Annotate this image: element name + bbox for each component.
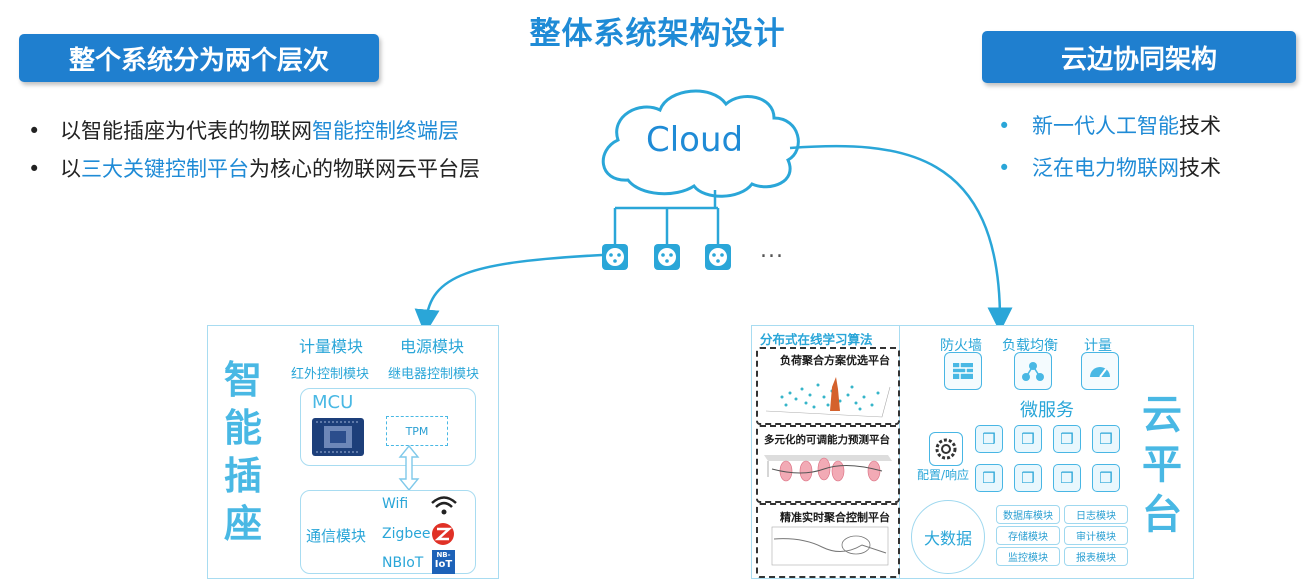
right-bullet-1: • 新一代人工智能技术 [998, 105, 1221, 147]
page-title: 整体系统架构设计 [529, 16, 786, 52]
bullet-dot: • [998, 114, 1011, 138]
algorithm-panel [751, 325, 901, 579]
cloud-label: Cloud [646, 120, 744, 160]
cube-icon: ❒ [1014, 464, 1042, 492]
nbiot-icon: NB- IoT [432, 550, 455, 574]
line-plot-icon [771, 526, 889, 566]
tpm-label: TPM [405, 424, 429, 438]
bullet-text-post: 技术 [1179, 156, 1221, 180]
bigdata-label: 大数据 [923, 529, 972, 548]
cube-icon: ❒ [1092, 464, 1120, 492]
bigdata-circle: 大数据 [911, 500, 985, 574]
nbiot-label: NBIoT [382, 555, 424, 571]
comm-module-box [300, 490, 476, 574]
realtime-control-platform: 精准实时聚合控制平台 [756, 503, 900, 578]
cloud-platform-vertical-title: 云 平 台 [1139, 390, 1185, 540]
report-module: 报表模块 [1064, 547, 1128, 566]
bullet-highlight: 泛在电力物联网 [1032, 156, 1179, 180]
socket-icon [654, 244, 680, 270]
audit-module: 审计模块 [1064, 526, 1128, 545]
left-bullet-1: • 以智能插座为代表的物联网智能控制终端层 [28, 112, 480, 150]
zigbee-label: Zigbee [382, 526, 431, 542]
nbiot-badge-top: NB- [436, 551, 451, 559]
right-banner: 云边协同架构 [982, 31, 1296, 83]
title-char: 云 [1142, 392, 1182, 438]
cube-icon: ❒ [975, 425, 1003, 453]
smart-socket-vertical-title: 智 能 插 座 [220, 356, 266, 548]
mcu-label: MCU [312, 392, 354, 413]
log-module: 日志模块 [1064, 505, 1128, 524]
meter-icon [1081, 352, 1119, 390]
socket-icon [602, 244, 628, 270]
firewall-icon [944, 352, 982, 390]
microservice-label: 微服务 [1020, 400, 1074, 421]
double-arrow-icon [398, 445, 420, 491]
metering-label: 计量 [1084, 338, 1112, 354]
subpanel-title: 多元化的可调能力预测平台 [764, 434, 890, 446]
config-response-label: 配置/响应 [917, 468, 970, 482]
bullet-text: 以 [60, 157, 81, 181]
bullet-highlight: 新一代人工智能 [1032, 114, 1179, 138]
right-bullet-list: • 新一代人工智能技术 • 泛在电力物联网技术 [998, 105, 1221, 189]
left-bullet-list: • 以智能插座为代表的物联网智能控制终端层 • 以三大关键控制平台为核心的物联网… [28, 112, 480, 188]
bullet-highlight: 智能控制终端层 [312, 119, 459, 143]
algorithm-title: 分布式在线学习算法 [760, 332, 873, 347]
title-char: 台 [1142, 492, 1182, 538]
wifi-icon [431, 496, 457, 515]
database-module: 数据库模块 [996, 505, 1060, 524]
title-char: 平 [1142, 442, 1182, 488]
bullet-text-post: 为核心的物联网云平台层 [249, 157, 480, 181]
tpm-box: TPM [386, 416, 448, 446]
relay-control-module-label: 继电器控制模块 [388, 367, 480, 382]
bullet-dot: • [28, 157, 41, 181]
nbiot-badge-bottom: IoT [434, 559, 453, 570]
power-module-label: 电源模块 [400, 337, 465, 356]
subpanel-title: 精准实时聚合控制平台 [780, 511, 890, 524]
bullet-highlight: 三大关键控制平台 [81, 157, 249, 181]
load-balance-label: 负载均衡 [1002, 338, 1058, 354]
cube-icon: ❒ [1053, 425, 1081, 453]
subpanel-title: 负荷聚合方案优选平台 [780, 354, 890, 367]
capability-prediction-platform: 多元化的可调能力预测平台 [756, 425, 900, 503]
title-char: 插 [223, 454, 262, 498]
cube-icon: ❒ [1014, 425, 1042, 453]
cube-icon: ❒ [1053, 464, 1081, 492]
load-balance-icon [1014, 352, 1052, 390]
wifi-label: Wifi [382, 496, 409, 512]
socket-icon [705, 244, 731, 270]
mcu-box [300, 388, 476, 466]
storage-module: 存储模块 [996, 526, 1060, 545]
bullet-text: 以智能插座为代表的物联网 [60, 119, 312, 143]
title-char: 能 [223, 406, 262, 450]
title-char: 座 [223, 502, 262, 546]
title-char: 智 [223, 358, 262, 402]
left-bullet-2: • 以三大关键控制平台为核心的物联网云平台层 [28, 150, 480, 188]
zigbee-icon [432, 523, 454, 545]
cube-icon: ❒ [975, 464, 1003, 492]
gear-icon [929, 432, 963, 466]
firewall-label: 防火墙 [940, 338, 982, 354]
bullet-text-post: 技术 [1179, 114, 1221, 138]
metering-module-label: 计量模块 [299, 337, 364, 356]
left-banner: 整个系统分为两个层次 [19, 34, 379, 82]
distribution-plot-icon [764, 455, 892, 482]
load-aggregation-platform: 负荷聚合方案优选平台 [756, 347, 900, 425]
scatter-plot-icon [765, 377, 891, 418]
monitor-module: 监控模块 [996, 547, 1060, 566]
right-bullet-2: • 泛在电力物联网技术 [998, 147, 1221, 189]
ir-control-module-label: 红外控制模块 [291, 367, 370, 382]
bullet-dot: • [28, 119, 41, 143]
more-sockets: ... [760, 238, 784, 263]
chip-icon [312, 418, 364, 456]
comm-module-label: 通信模块 [306, 527, 367, 545]
cube-icon: ❒ [1092, 425, 1120, 453]
microservice-grid: ❒ ❒ ❒ ❒ ❒ ❒ ❒ ❒ [975, 425, 1125, 492]
cloud-icon [601, 89, 800, 198]
bullet-dot: • [998, 156, 1011, 180]
